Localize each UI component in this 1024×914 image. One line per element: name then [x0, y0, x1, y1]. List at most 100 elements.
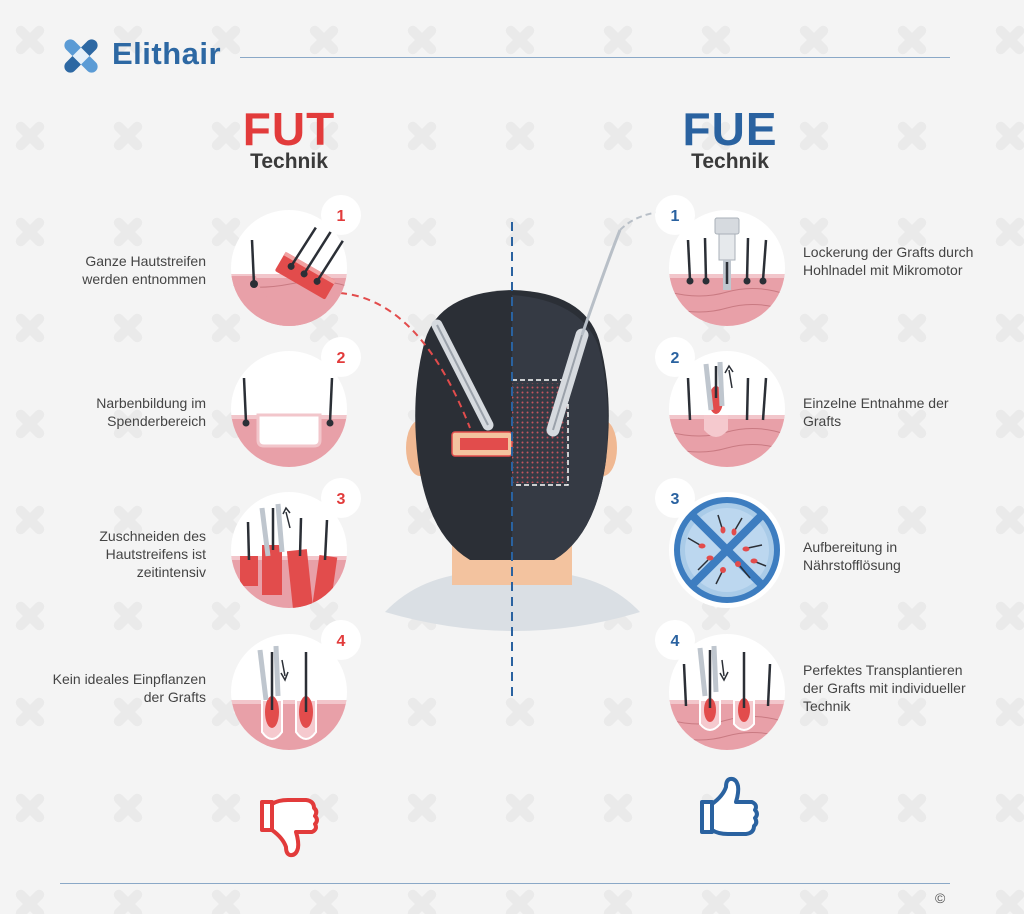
- fue-subtitle: Technik: [691, 150, 769, 173]
- watermark-cross-icon: [897, 25, 927, 55]
- watermark-cross-icon: [15, 313, 45, 343]
- svg-text:3: 3: [337, 491, 346, 508]
- fue-connector-line: [619, 211, 661, 231]
- watermark-cross-icon: [15, 409, 45, 439]
- watermark-cross-icon: [897, 601, 927, 631]
- watermark-cross-icon: [211, 25, 241, 55]
- watermark-cross-icon: [897, 217, 927, 247]
- watermark-cross-icon: [309, 121, 339, 151]
- watermark-cross-icon: [505, 25, 535, 55]
- watermark-cross-icon: [995, 889, 1024, 914]
- watermark-cross-icon: [407, 121, 437, 151]
- watermark-cross-icon: [603, 697, 633, 727]
- svg-text:2: 2: [671, 350, 680, 367]
- watermark-cross-icon: [113, 121, 143, 151]
- fut-step-3-text: Zuschneiden des Hautstreifens ist zeitin…: [99, 528, 206, 580]
- fue-step-2-text: Einzelne Entnahme der Grafts: [803, 395, 949, 429]
- watermark-cross-icon: [995, 601, 1024, 631]
- fut-step-3-illustration: [231, 492, 347, 608]
- watermark-cross-icon: [15, 889, 45, 914]
- watermark-cross-icon: [897, 313, 927, 343]
- watermark-cross-icon: [15, 121, 45, 151]
- watermark-cross-icon: [603, 313, 633, 343]
- watermark-cross-icon: [15, 505, 45, 535]
- fue-step-3-badge: 3: [655, 478, 695, 518]
- watermark-cross-icon: [113, 409, 143, 439]
- fue-title: FUE: [682, 103, 778, 155]
- watermark-cross-icon: [995, 505, 1024, 535]
- watermark-cross-icon: [407, 889, 437, 914]
- watermark-cross-icon: [799, 121, 829, 151]
- watermark-cross-icon: [799, 697, 829, 727]
- watermark-cross-icon: [701, 121, 731, 151]
- watermark-cross-icon: [799, 313, 829, 343]
- watermark-cross-icon: [897, 409, 927, 439]
- watermark-cross-icon: [995, 793, 1024, 823]
- footer-divider: [60, 883, 950, 884]
- watermark-cross-icon: [505, 697, 535, 727]
- thumbs-up-icon: [700, 776, 759, 836]
- watermark-cross-icon: [407, 697, 437, 727]
- watermark-cross-icon: [799, 25, 829, 55]
- fue-step-2-badge: 2: [655, 337, 695, 377]
- svg-text:2: 2: [337, 350, 346, 367]
- fut-subtitle: Technik: [250, 150, 328, 173]
- fut-step-1-text: Ganze Hautstreifen werden entnommen: [82, 253, 206, 287]
- watermark-cross-icon: [995, 217, 1024, 247]
- watermark-cross-icon: [603, 889, 633, 914]
- watermark-cross-icon: [897, 793, 927, 823]
- watermark-cross-icon: [505, 793, 535, 823]
- watermark-cross-icon: [15, 601, 45, 631]
- watermark-cross-icon: [211, 889, 241, 914]
- header-divider: [240, 57, 950, 58]
- watermark-cross-icon: [603, 793, 633, 823]
- watermark-cross-icon: [701, 889, 731, 914]
- watermark-cross-icon: [15, 697, 45, 727]
- watermark-cross-icon: [897, 889, 927, 914]
- watermark-cross-icon: [15, 793, 45, 823]
- watermark-cross-icon: [505, 889, 535, 914]
- watermark-cross-icon: [897, 505, 927, 535]
- watermark-cross-icon: [407, 793, 437, 823]
- watermark-cross-icon: [995, 313, 1024, 343]
- watermark-cross-icon: [897, 121, 927, 151]
- fut-step-1-badge: 1: [321, 195, 361, 235]
- fut-step-2-badge: 2: [321, 337, 361, 377]
- watermark-cross-icon: [113, 25, 143, 55]
- watermark-cross-icon: [309, 889, 339, 914]
- watermark-cross-icon: [995, 121, 1024, 151]
- svg-text:4: 4: [337, 633, 346, 650]
- watermark-cross-icon: [701, 601, 731, 631]
- watermark-cross-icon: [407, 25, 437, 55]
- elithair-logo-icon: [64, 39, 98, 73]
- watermark-cross-icon: [799, 217, 829, 247]
- fut-step-2-text: Narbenbildung im Spenderbereich: [96, 395, 206, 429]
- watermark-cross-icon: [603, 121, 633, 151]
- watermark-cross-icon: [211, 313, 241, 343]
- watermark-cross-icon: [995, 697, 1024, 727]
- watermark-cross-icon: [799, 793, 829, 823]
- watermark-cross-icon: [211, 505, 241, 535]
- fue-step-1-illustration: [669, 210, 785, 326]
- fue-step-4-badge: 4: [655, 620, 695, 660]
- watermark-cross-icon: [113, 793, 143, 823]
- watermark-cross-icon: [701, 25, 731, 55]
- watermark-cross-icon: [799, 409, 829, 439]
- fue-step-3-text: Aufbereitung in Nährstofflösung: [803, 539, 901, 573]
- fue-step-1-badge: 1: [655, 195, 695, 235]
- watermark-cross-icon: [113, 313, 143, 343]
- watermark-cross-icon: [799, 601, 829, 631]
- fut-title: FUT: [242, 103, 336, 155]
- fue-step-1-text: Lockerung der Grafts durch Hohlnadel mit…: [803, 244, 974, 278]
- svg-text:1: 1: [337, 208, 346, 225]
- watermark-cross-icon: [113, 505, 143, 535]
- watermark-cross-icon: [995, 25, 1024, 55]
- watermark-cross-icon: [603, 25, 633, 55]
- watermark-cross-icon: [211, 121, 241, 151]
- fut-step-4-text: Kein ideales Einpflanzen der Grafts: [52, 671, 206, 705]
- watermark-cross-icon: [15, 25, 45, 55]
- watermark-cross-icon: [15, 217, 45, 247]
- thumbs-down-icon: [260, 798, 319, 858]
